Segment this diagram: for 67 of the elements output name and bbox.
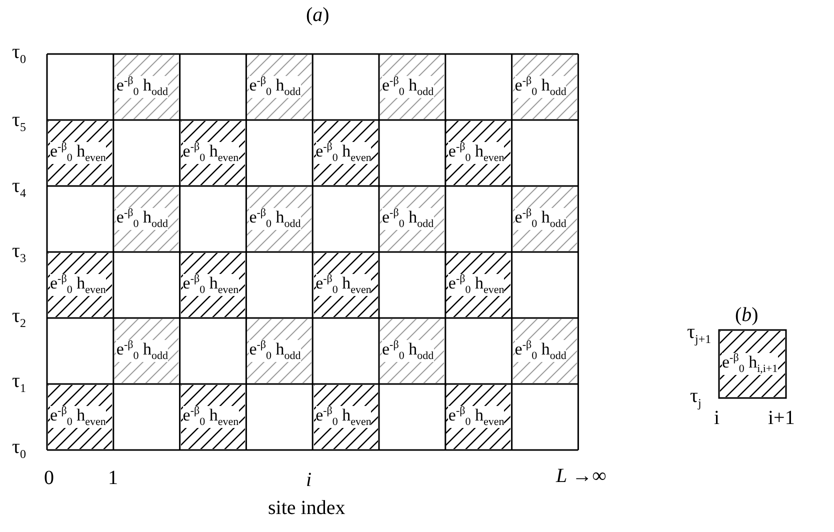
hatched-cell <box>380 55 444 119</box>
hatched-cell <box>380 187 444 251</box>
hatched-cell <box>114 319 179 383</box>
hatched-cell <box>48 121 112 185</box>
hatched-cell <box>446 121 511 185</box>
hatched-cell <box>247 55 312 119</box>
site-label: i+1 <box>768 408 795 428</box>
weight-label: e$^{-β}$$_{0}$ h$_{even}$ <box>50 406 106 428</box>
weight-label: e$^{-β}$$_{0}$ h$_{odd}$ <box>382 340 434 362</box>
hatched-cell <box>314 385 378 449</box>
hatched-cell <box>512 55 578 119</box>
weight-label: e$^{-β}$$_{0}$ h$_{even}$ <box>182 142 239 164</box>
weight-label: e$^{-β}$$_{0}$ h$_{odd}$ <box>382 208 434 230</box>
time-label: τ$_{2}$ <box>12 306 26 329</box>
hatched-cell <box>512 319 578 383</box>
hatched-cell <box>380 319 444 383</box>
site-label: L →∞ <box>556 466 606 486</box>
time-label: τ$_{5}$ <box>12 110 26 133</box>
hatched-cell <box>446 385 511 449</box>
hatched-cell <box>48 253 112 317</box>
hatched-cell <box>114 55 179 119</box>
site-label: 1 <box>108 468 118 488</box>
panel-label: (b) <box>735 305 758 325</box>
hatched-cell <box>180 121 246 185</box>
weight-label: e$^{-β}$$_{0}$ h$_{even}$ <box>448 274 504 296</box>
weight-label: e$^{-β}$$_{0}$ h$_{odd}$ <box>116 208 168 230</box>
hatched-cell <box>180 253 246 317</box>
site-label: 0 <box>44 468 54 488</box>
time-label: τ$_{j+1}$ <box>687 322 712 345</box>
time-label: τ$_{j}$ <box>690 386 702 409</box>
weight-label: e$^{-β}$$_{0}$ h$_{i,i+1}$ <box>722 352 778 376</box>
weight-label: e$^{-β}$$_{0}$ h$_{odd}$ <box>249 76 301 98</box>
hatched-cell <box>247 319 312 383</box>
site-label: i <box>714 408 720 428</box>
hatched-cell <box>512 187 578 251</box>
weight-label: e$^{-β}$$_{0}$ h$_{even}$ <box>50 274 106 296</box>
weight-label: e$^{-β}$$_{0}$ h$_{odd}$ <box>514 208 566 230</box>
site-label: i <box>306 470 312 490</box>
weight-label: e$^{-β}$$_{0}$ h$_{even}$ <box>182 406 239 428</box>
hatched-cell <box>247 187 312 251</box>
weight-label: e$^{-β}$$_{0}$ h$_{even}$ <box>448 142 504 164</box>
axis-title: site index <box>268 498 346 518</box>
time-label: τ$_{1}$ <box>12 371 26 394</box>
weight-label: e$^{-β}$$_{0}$ h$_{even}$ <box>316 142 372 164</box>
panel-label: (a) <box>306 5 330 25</box>
time-label: τ$_{0}$ <box>12 42 26 65</box>
hatched-cell <box>314 253 378 317</box>
hatched-cell <box>314 121 378 185</box>
weight-label: e$^{-β}$$_{0}$ h$_{odd}$ <box>382 76 434 98</box>
weight-label: e$^{-β}$$_{0}$ h$_{even}$ <box>448 406 504 428</box>
weight-label: e$^{-β}$$_{0}$ h$_{odd}$ <box>116 76 168 98</box>
hatched-cell <box>446 253 511 317</box>
weight-label: e$^{-β}$$_{0}$ h$_{even}$ <box>50 142 106 164</box>
weight-label: e$^{-β}$$_{0}$ h$_{odd}$ <box>116 340 168 362</box>
time-label: τ$_{4}$ <box>12 176 26 199</box>
time-label: τ$_{3}$ <box>12 241 26 264</box>
weight-label: e$^{-β}$$_{0}$ h$_{odd}$ <box>249 208 301 230</box>
hatched-cell <box>180 385 246 449</box>
weight-label: e$^{-β}$$_{0}$ h$_{odd}$ <box>249 340 301 362</box>
weight-label: e$^{-β}$$_{0}$ h$_{even}$ <box>316 406 372 428</box>
weight-label: e$^{-β}$$_{0}$ h$_{even}$ <box>182 274 239 296</box>
hatched-cell <box>48 385 112 449</box>
hatched-cell <box>114 187 179 251</box>
weight-label: e$^{-β}$$_{0}$ h$_{even}$ <box>316 274 372 296</box>
weight-label: e$^{-β}$$_{0}$ h$_{odd}$ <box>514 340 566 362</box>
weight-label: e$^{-β}$$_{0}$ h$_{odd}$ <box>514 76 566 98</box>
time-label: τ$_{0}$ <box>12 437 26 460</box>
